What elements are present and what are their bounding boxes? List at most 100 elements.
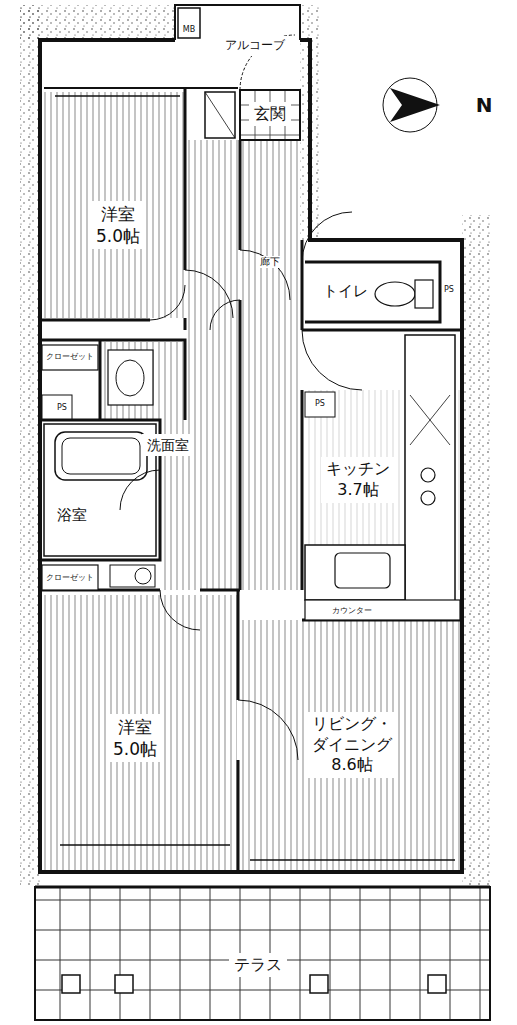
plan-circle — [421, 468, 435, 482]
plan-rect — [62, 438, 140, 474]
room-name: トイレ — [323, 282, 368, 302]
plan-ellipse — [116, 360, 144, 396]
room-label: 浴室 — [52, 504, 92, 528]
plan-circle — [421, 491, 435, 505]
plan-path — [150, 285, 185, 320]
plan-circle — [135, 568, 151, 584]
plan-path — [160, 590, 200, 630]
plan-rect — [35, 887, 490, 1020]
fixture-label: クローゼット — [44, 352, 96, 362]
plan-path — [302, 330, 362, 390]
plan-rect — [42, 345, 98, 370]
plan-rect — [62, 975, 80, 993]
room-label: テラス — [229, 953, 287, 978]
fixture-label: PS — [313, 399, 327, 409]
plan-path — [40, 319, 150, 322]
plan-rect — [42, 395, 72, 419]
room-name: 洋室 5.0帖 — [113, 716, 157, 760]
room-name: 浴室 — [57, 506, 87, 526]
plan-rect — [186, 140, 239, 590]
plan-rect — [42, 565, 98, 590]
plan-rect — [20, 5, 175, 40]
plan-line — [60, 844, 230, 846]
room-name: アルコーブ — [225, 38, 285, 54]
room-label: アルコーブ — [220, 36, 290, 56]
plan-path — [237, 590, 240, 872]
plan-rect — [44, 595, 237, 871]
plan-line — [410, 395, 450, 445]
room-name: 洋室 5.0帖 — [96, 203, 140, 247]
room-name: テラス — [234, 955, 282, 976]
plan-path — [390, 88, 440, 122]
fixture-label: 廊下 — [258, 256, 282, 268]
plan-rect — [405, 335, 455, 615]
plan-rect — [240, 620, 460, 870]
plan-path — [305, 262, 440, 322]
plan-line — [35, 886, 490, 889]
plan-path — [302, 329, 460, 332]
plan-rect — [205, 92, 235, 138]
plan-rect — [335, 553, 390, 588]
plan-rect — [110, 565, 155, 587]
room-name: 玄関 — [254, 104, 286, 125]
plan-rect — [428, 975, 446, 993]
room-label: 洋室 5.0帖 — [91, 201, 145, 249]
plan-rect — [305, 392, 335, 417]
fixture-label: カウンター — [330, 606, 374, 616]
room-name: 洗面室 — [147, 436, 189, 454]
north-label: N — [474, 93, 495, 117]
room-label: リビング・ダイニング 8.6帖 — [307, 712, 397, 778]
fixture-label: PS — [55, 403, 69, 413]
plan-path — [40, 40, 462, 872]
plan-path — [301, 240, 304, 590]
plan-rect — [102, 342, 186, 420]
plan-rect — [44, 92, 184, 318]
room-label: トイレ — [318, 280, 373, 304]
room-label: 玄関 — [249, 102, 291, 127]
room-label: キッチン 3.7帖 — [321, 457, 395, 503]
plan-rect — [20, 5, 40, 885]
plan-path — [99, 340, 102, 420]
plan-line — [44, 87, 238, 89]
plan-g — [40, 88, 462, 872]
room-label: 洗面室 — [142, 434, 194, 456]
plan-path — [240, 250, 290, 300]
plan-path — [239, 140, 242, 590]
plan-rect — [305, 545, 405, 600]
plan-rect — [462, 215, 490, 885]
room-name: リビング・ダイニング 8.6帖 — [312, 714, 392, 776]
plan-g — [55, 96, 455, 860]
north-arrow — [383, 78, 440, 132]
plan-rect — [310, 268, 435, 318]
plan-rect — [305, 600, 460, 620]
plan-line — [205, 92, 235, 138]
plan-path — [238, 700, 298, 760]
plan-path — [175, 5, 300, 40]
fixture-label: クローゼット — [44, 573, 96, 583]
plan-rect — [55, 432, 147, 480]
plan-path — [120, 470, 160, 510]
plan-path — [302, 212, 352, 262]
fixture-label: MB — [181, 25, 197, 35]
plan-line — [250, 859, 455, 861]
plan-ellipse — [375, 282, 415, 306]
room-name: キッチン 3.7帖 — [326, 459, 390, 501]
plan-rect — [115, 975, 133, 993]
plan-path — [210, 300, 240, 330]
plan-rect — [108, 350, 153, 405]
plan-path — [185, 270, 233, 318]
plan-rect — [44, 424, 156, 556]
plan-rect — [240, 140, 302, 590]
plan-rect — [310, 975, 328, 993]
plan-line — [410, 395, 450, 445]
plan-rect — [178, 8, 200, 38]
plan-path — [40, 340, 185, 420]
fixture-label: PS — [442, 285, 456, 295]
plan-rect — [240, 90, 300, 140]
room-label: 洋室 5.0帖 — [108, 714, 162, 762]
plan-line — [55, 95, 180, 97]
plan-rect — [415, 280, 433, 308]
plan-g — [150, 250, 362, 760]
plan-rect — [240, 90, 300, 140]
